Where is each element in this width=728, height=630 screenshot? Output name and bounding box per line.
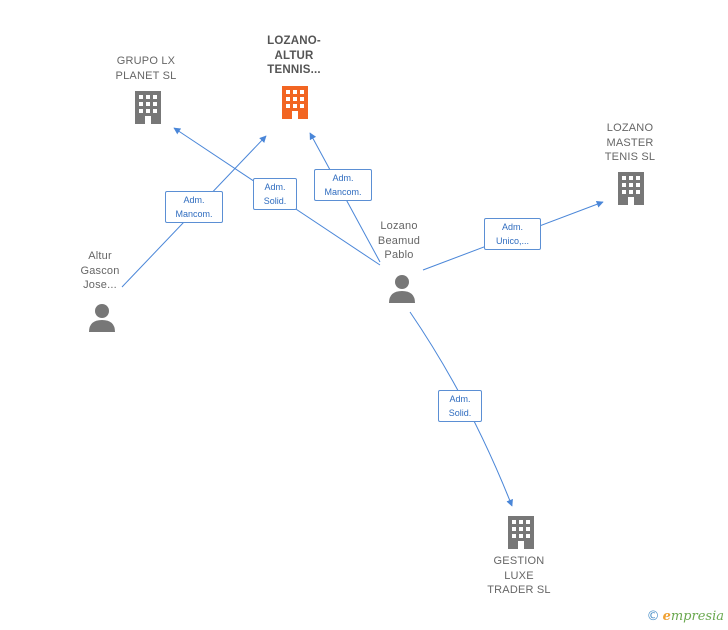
brand-name: mpresia (670, 609, 724, 624)
building-icon[interactable] (280, 84, 310, 120)
node-label-gestion-luxe: GESTION LUXE TRADER SL (487, 555, 551, 596)
relation-label-altur-lozano-altur[interactable]: Adm. Mancom. (165, 191, 223, 223)
relation-label-beamud-lozano-altur[interactable]: Adm. Mancom. (314, 169, 372, 201)
relation-label-beamud-lozano-master[interactable]: Adm. Unico,... (484, 218, 541, 250)
empresia-logo: ©empresia (647, 609, 724, 624)
node-label-grupo-lx: GRUPO LX PLANET SL (115, 55, 177, 82)
person-icon[interactable] (87, 302, 117, 332)
relation-label-beamud-grupo-lx[interactable]: Adm. Solid. (253, 178, 297, 210)
person-icon[interactable] (387, 273, 417, 303)
node-label-lozano-beamud: Lozano Beamud Pablo (377, 220, 421, 261)
building-icon[interactable] (133, 89, 163, 125)
copyright-symbol: © (646, 609, 660, 624)
brand-initial: e (662, 609, 671, 624)
node-label-lozano-master: LOZANO MASTER TENIS SL (604, 122, 656, 163)
relation-label-beamud-gestion-luxe[interactable]: Adm. Solid. (438, 390, 482, 422)
node-label-altur-gascon: Altur Gascon Jose... (80, 250, 120, 291)
building-icon[interactable] (616, 170, 646, 206)
building-icon[interactable] (506, 514, 536, 550)
node-label-lozano-altur: LOZANO- ALTUR TENNIS... (267, 35, 321, 76)
